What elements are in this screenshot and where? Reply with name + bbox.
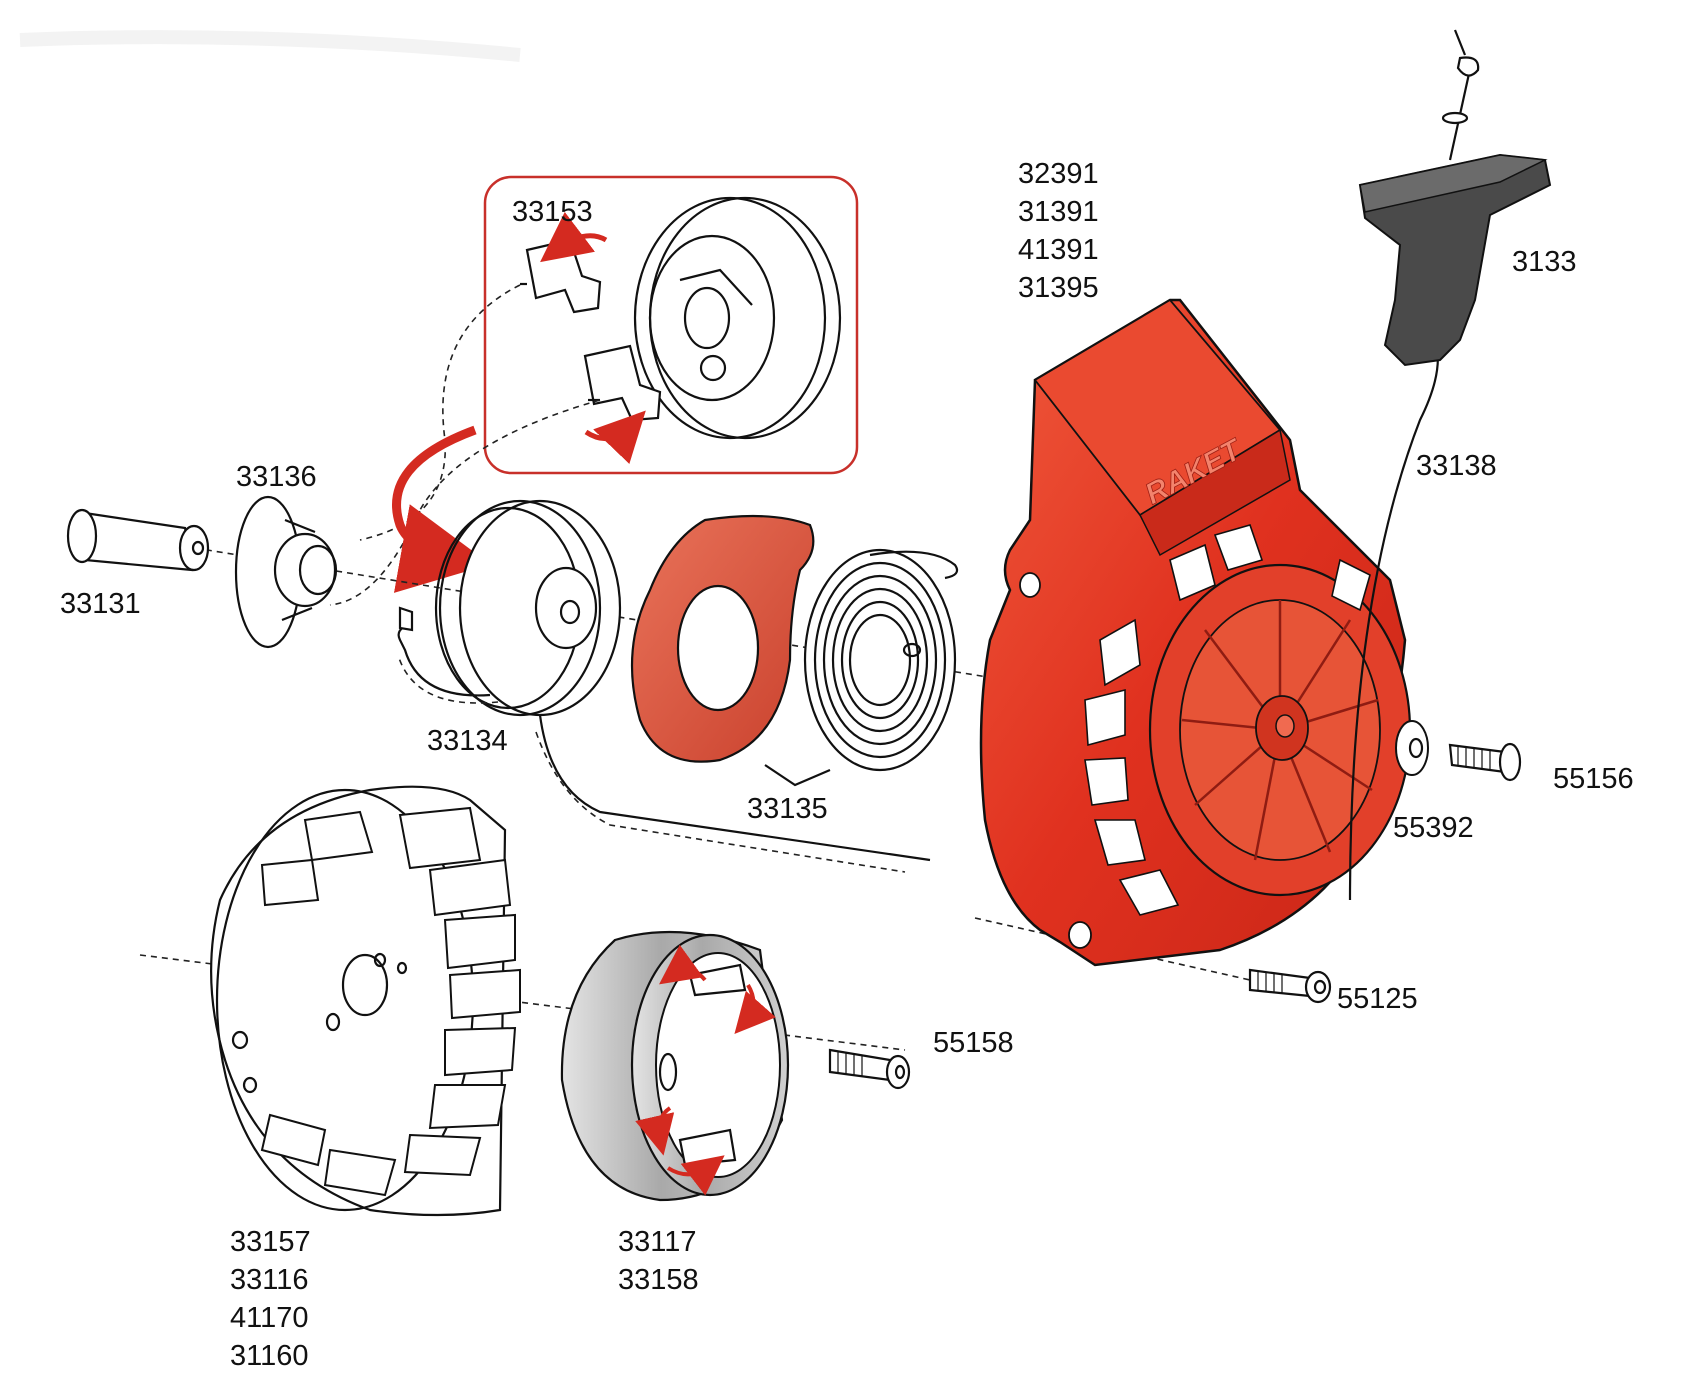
housing-screw-part: [1248, 968, 1332, 1004]
rotation-arrow: [584, 410, 646, 464]
washer-part-number: 55392: [1393, 812, 1474, 844]
scan-artefact: [19, 30, 521, 62]
part-number: 33117: [618, 1226, 697, 1258]
detail-pulley: [633, 196, 842, 440]
handle-part-number: 3133: [1512, 246, 1577, 278]
spring-coil-part: [803, 548, 959, 772]
rope-path: [538, 714, 931, 862]
detail-pawl-top: [520, 238, 602, 314]
part-number: 33157: [230, 1226, 311, 1258]
bushing-part: [66, 508, 210, 572]
spring-set-part-number: 33135: [747, 793, 828, 825]
center-screw-part-number: 55156: [1553, 763, 1634, 795]
clutch-drum-part: [560, 930, 790, 1202]
clutch-drum-part-numbers: 33117 33158: [618, 1223, 699, 1299]
part-number: 41170: [230, 1302, 309, 1334]
pulley-part: [397, 499, 622, 717]
part-number: 31391: [1018, 196, 1099, 228]
rope-part: [1348, 339, 1439, 901]
rope-part-number: 33138: [1416, 450, 1497, 482]
center-screw-part: [1448, 742, 1522, 782]
spring-set-bracket: [764, 764, 831, 787]
starter-housing-part: RAKET: [979, 298, 1412, 967]
flywheel-part-numbers: 33157 33116 41170 31160: [230, 1223, 311, 1375]
handle-part: [1358, 29, 1552, 367]
part-number: 33116: [230, 1264, 309, 1296]
pawl-holder-part-number: 33136: [236, 461, 317, 493]
part-number: 31395: [1018, 272, 1099, 304]
axis-line-screw: [974, 917, 1251, 981]
housing-part-numbers: 32391 31391 41391 31395: [1018, 155, 1099, 307]
pawl-detail-box: [329, 175, 859, 606]
pawl-detail-part-number: 33153: [512, 196, 593, 228]
flywheel-screw-part: [828, 1048, 911, 1090]
part-number: 31160: [230, 1340, 309, 1372]
assembly-arrow: [392, 425, 491, 593]
part-number: 41391: [1018, 234, 1099, 266]
flywheel-screw-part-number: 55158: [933, 1027, 1014, 1059]
pawl-holder-part: [234, 495, 338, 649]
spring-cover-part: [630, 514, 815, 763]
bushing-part-number: 33131: [60, 588, 141, 620]
washer-part: [1395, 720, 1429, 776]
rotation-arrow: [540, 211, 608, 263]
flywheel-part: [210, 785, 521, 1217]
housing-screw-part-number: 55125: [1337, 983, 1418, 1015]
part-number: 32391: [1018, 158, 1099, 190]
detail-pawl-bottom: [583, 344, 662, 422]
part-number: 33158: [618, 1264, 699, 1296]
pulley-part-number: 33134: [427, 725, 508, 757]
